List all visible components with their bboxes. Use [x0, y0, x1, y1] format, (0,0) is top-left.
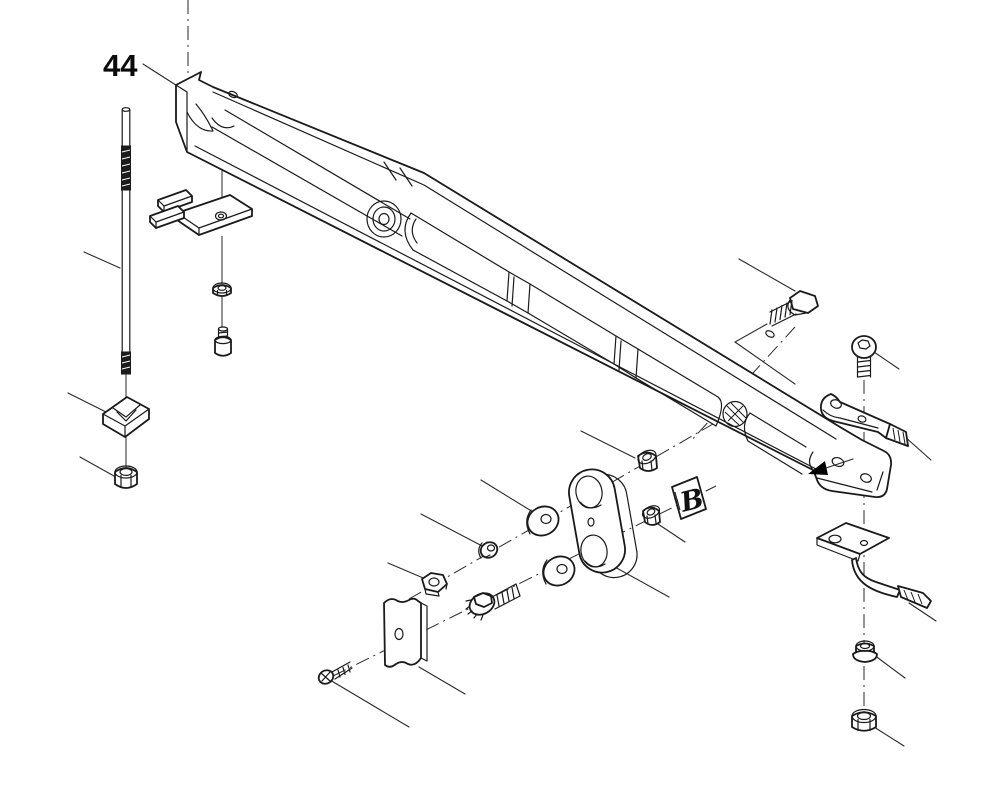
- wedge-clamp: [102, 396, 150, 438]
- button-head-screw: [851, 335, 877, 378]
- hex-nut-center-hole: [428, 577, 440, 587]
- z-bracket-lower: [816, 522, 932, 609]
- arm-face-break-1: [383, 161, 397, 181]
- flange-bolt-upper-right: [769, 290, 819, 327]
- detail-marker-b: B: [671, 476, 707, 520]
- arm-top-hole-left: [228, 90, 238, 99]
- strap-bracket-upper: [820, 393, 909, 447]
- hex-nut-right-bottom: [851, 708, 877, 732]
- clip-hole: [214, 211, 228, 221]
- hex-nut-left: [114, 465, 138, 489]
- anchor-plate: [383, 597, 428, 668]
- arm-boss-hole: [378, 212, 390, 226]
- rib2-edge: [618, 340, 622, 371]
- tongue-hole-2: [860, 473, 872, 483]
- arm-boss-mid: [372, 206, 396, 232]
- spacer-lower: [542, 555, 576, 587]
- leader-rod: [83, 251, 121, 269]
- leader-flange-bolt: [738, 258, 796, 292]
- slot1-endcap: [404, 212, 414, 251]
- rod-thread-bottom: [121, 351, 131, 375]
- slot3-top: [637, 348, 719, 398]
- arm-outline: [175, 71, 893, 498]
- leader-hex-nut-bottom: [873, 726, 905, 747]
- link-plate: [568, 468, 638, 579]
- arm-channel-inner-2: [211, 126, 403, 237]
- arm-ridge-line: [212, 91, 837, 440]
- stay-arm-assembly: [175, 71, 893, 498]
- leader-button-screw: [873, 351, 900, 370]
- flange-bolt-threads: [769, 299, 797, 327]
- attachment-arrow: [808, 458, 854, 475]
- leader-lines: [67, 63, 937, 747]
- arm-top-hole-right: [765, 330, 775, 338]
- arm-boss-outer: [366, 200, 402, 238]
- leader-small-screw: [329, 679, 410, 728]
- clip-bracket: [149, 189, 253, 236]
- slot2-bottom: [527, 312, 615, 365]
- leader-flange-nut-upper: [580, 430, 636, 459]
- leader-part44: [142, 63, 180, 88]
- arm-face-break-2: [399, 167, 413, 187]
- spacer-lower-hole: [556, 563, 568, 575]
- leader-hex-nut-left: [79, 456, 115, 477]
- slot3-endcap: [715, 396, 723, 427]
- slot4-endcap: [743, 412, 751, 442]
- arm-left-hook-curl: [186, 103, 214, 132]
- slot1-endcap-inner: [411, 218, 418, 244]
- z-bracket-round-hole: [859, 539, 869, 547]
- slot1-top: [410, 212, 510, 273]
- leader-wedge: [67, 392, 109, 414]
- small-nut-center: [478, 541, 499, 559]
- small-screw: [317, 661, 353, 685]
- leader-spacer-upper: [480, 479, 534, 513]
- threaded-rod: [121, 107, 131, 375]
- z-bracket-slot-hole: [828, 534, 842, 544]
- slot4-top: [749, 412, 807, 448]
- rib1-edge: [511, 276, 515, 307]
- spacer-upper-hole: [540, 513, 552, 525]
- strap-hole-2: [857, 415, 867, 423]
- slot1-bottom: [412, 249, 508, 302]
- socket-head-bolt: [214, 326, 232, 357]
- arm-tongue-end: [808, 451, 884, 493]
- leader-small-nut-center: [420, 513, 487, 549]
- link-hole-small: [587, 517, 595, 527]
- arm-left-end-face: [175, 84, 188, 153]
- slot2-top: [529, 283, 617, 337]
- arm-left-curl-tab: [211, 117, 235, 129]
- leader-flange-nut-lower: [657, 523, 686, 543]
- leader-z-bracket: [908, 602, 937, 622]
- arm-lower-inner-line: [194, 145, 817, 470]
- leader-link-plate: [612, 565, 670, 598]
- flange-nut-upper: [637, 449, 658, 472]
- flange-nut-right: [852, 640, 878, 663]
- flange-serrations: [465, 599, 484, 621]
- strap-hole-1: [830, 399, 842, 409]
- slot4-bottom: [747, 440, 803, 475]
- leader-flange-nut-right: [873, 654, 906, 679]
- slot3-bottom: [635, 377, 717, 427]
- rod-thread-top: [121, 145, 131, 191]
- tongue-hole-1: [831, 456, 845, 468]
- leader-flange-bolt-bent: [733, 323, 796, 385]
- arm-sectioned-hole: [722, 400, 748, 428]
- leader-strap-bracket: [903, 435, 932, 461]
- small-washer-nut: [212, 282, 232, 297]
- flange-nut-lower: [641, 505, 661, 526]
- spacer-upper: [526, 505, 560, 537]
- flange-bolt-center: [465, 583, 521, 621]
- arm-channel-inner-1: [224, 109, 411, 220]
- centerline-link-upper-axis: [408, 423, 714, 600]
- hex-nut-center: [421, 572, 448, 597]
- leader-hex-nut-center: [387, 562, 429, 581]
- anchor-plate-hole: [394, 627, 404, 641]
- small-nut-hole: [486, 544, 496, 552]
- part-number-label: 44: [103, 48, 138, 83]
- leader-anchor-plate: [418, 666, 466, 695]
